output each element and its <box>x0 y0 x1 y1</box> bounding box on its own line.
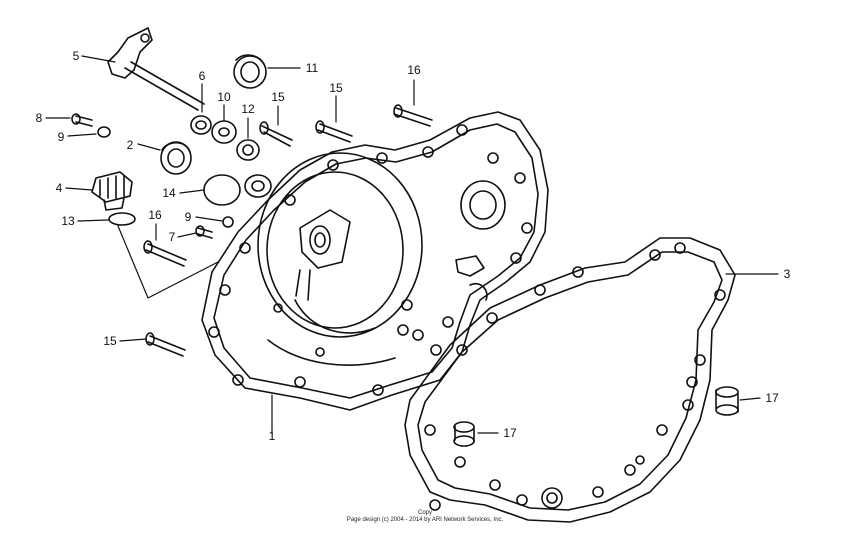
o-ring-14 <box>203 174 241 206</box>
callout-9: 9 <box>184 210 192 224</box>
callout-13: 13 <box>61 214 75 228</box>
dowel-pin-lower <box>453 421 475 447</box>
callout-6: 6 <box>198 69 206 83</box>
seal-12 <box>236 139 260 161</box>
copyright-notice: Page design (c) 2004 - 2014 by ARI Netwo… <box>346 517 504 523</box>
washer-9-b <box>222 216 234 228</box>
screw-8 <box>71 113 93 127</box>
callout-15: 15 <box>103 334 117 348</box>
callout-8: 8 <box>35 111 43 125</box>
bolt-16-a <box>393 104 433 127</box>
callout-14: 14 <box>162 186 176 200</box>
bearing-2 <box>160 141 192 175</box>
oil-seal <box>233 54 267 89</box>
callout-16: 16 <box>148 208 162 222</box>
o-ring-13 <box>108 212 136 226</box>
callout-15: 15 <box>271 90 285 104</box>
seal-6 <box>190 115 212 135</box>
callout-7: 7 <box>168 230 176 244</box>
leader-lines <box>45 55 779 435</box>
callout-10: 10 <box>217 90 231 104</box>
bolt-15-a <box>259 121 293 147</box>
washer-9-a <box>97 126 111 138</box>
callout-3: 3 <box>783 267 791 281</box>
callout-12: 12 <box>241 102 255 116</box>
callout-5: 5 <box>72 49 80 63</box>
callout-16: 16 <box>407 63 421 77</box>
callout-2: 2 <box>126 138 134 152</box>
callout-11: 11 <box>305 61 319 75</box>
cover-gasket <box>404 237 736 523</box>
bolt-15-b <box>315 120 353 143</box>
clutch-cover <box>201 111 549 411</box>
callout-1: 1 <box>268 429 276 443</box>
copyright-line-1: Copy <box>417 510 432 516</box>
callout-4: 4 <box>55 181 63 195</box>
callout-17: 17 <box>765 391 779 405</box>
oil-filler-cap <box>91 171 133 211</box>
kick-lever <box>107 27 205 111</box>
bolt-15-c <box>145 332 186 357</box>
bolt-16-b <box>143 240 187 267</box>
callout-17: 17 <box>503 426 517 440</box>
screw-7 <box>195 225 213 239</box>
callout-9: 9 <box>57 130 65 144</box>
dowel-pin-upper <box>715 386 739 416</box>
washer-10 <box>211 120 237 144</box>
seal-lower <box>244 174 272 198</box>
callout-15: 15 <box>329 81 343 95</box>
